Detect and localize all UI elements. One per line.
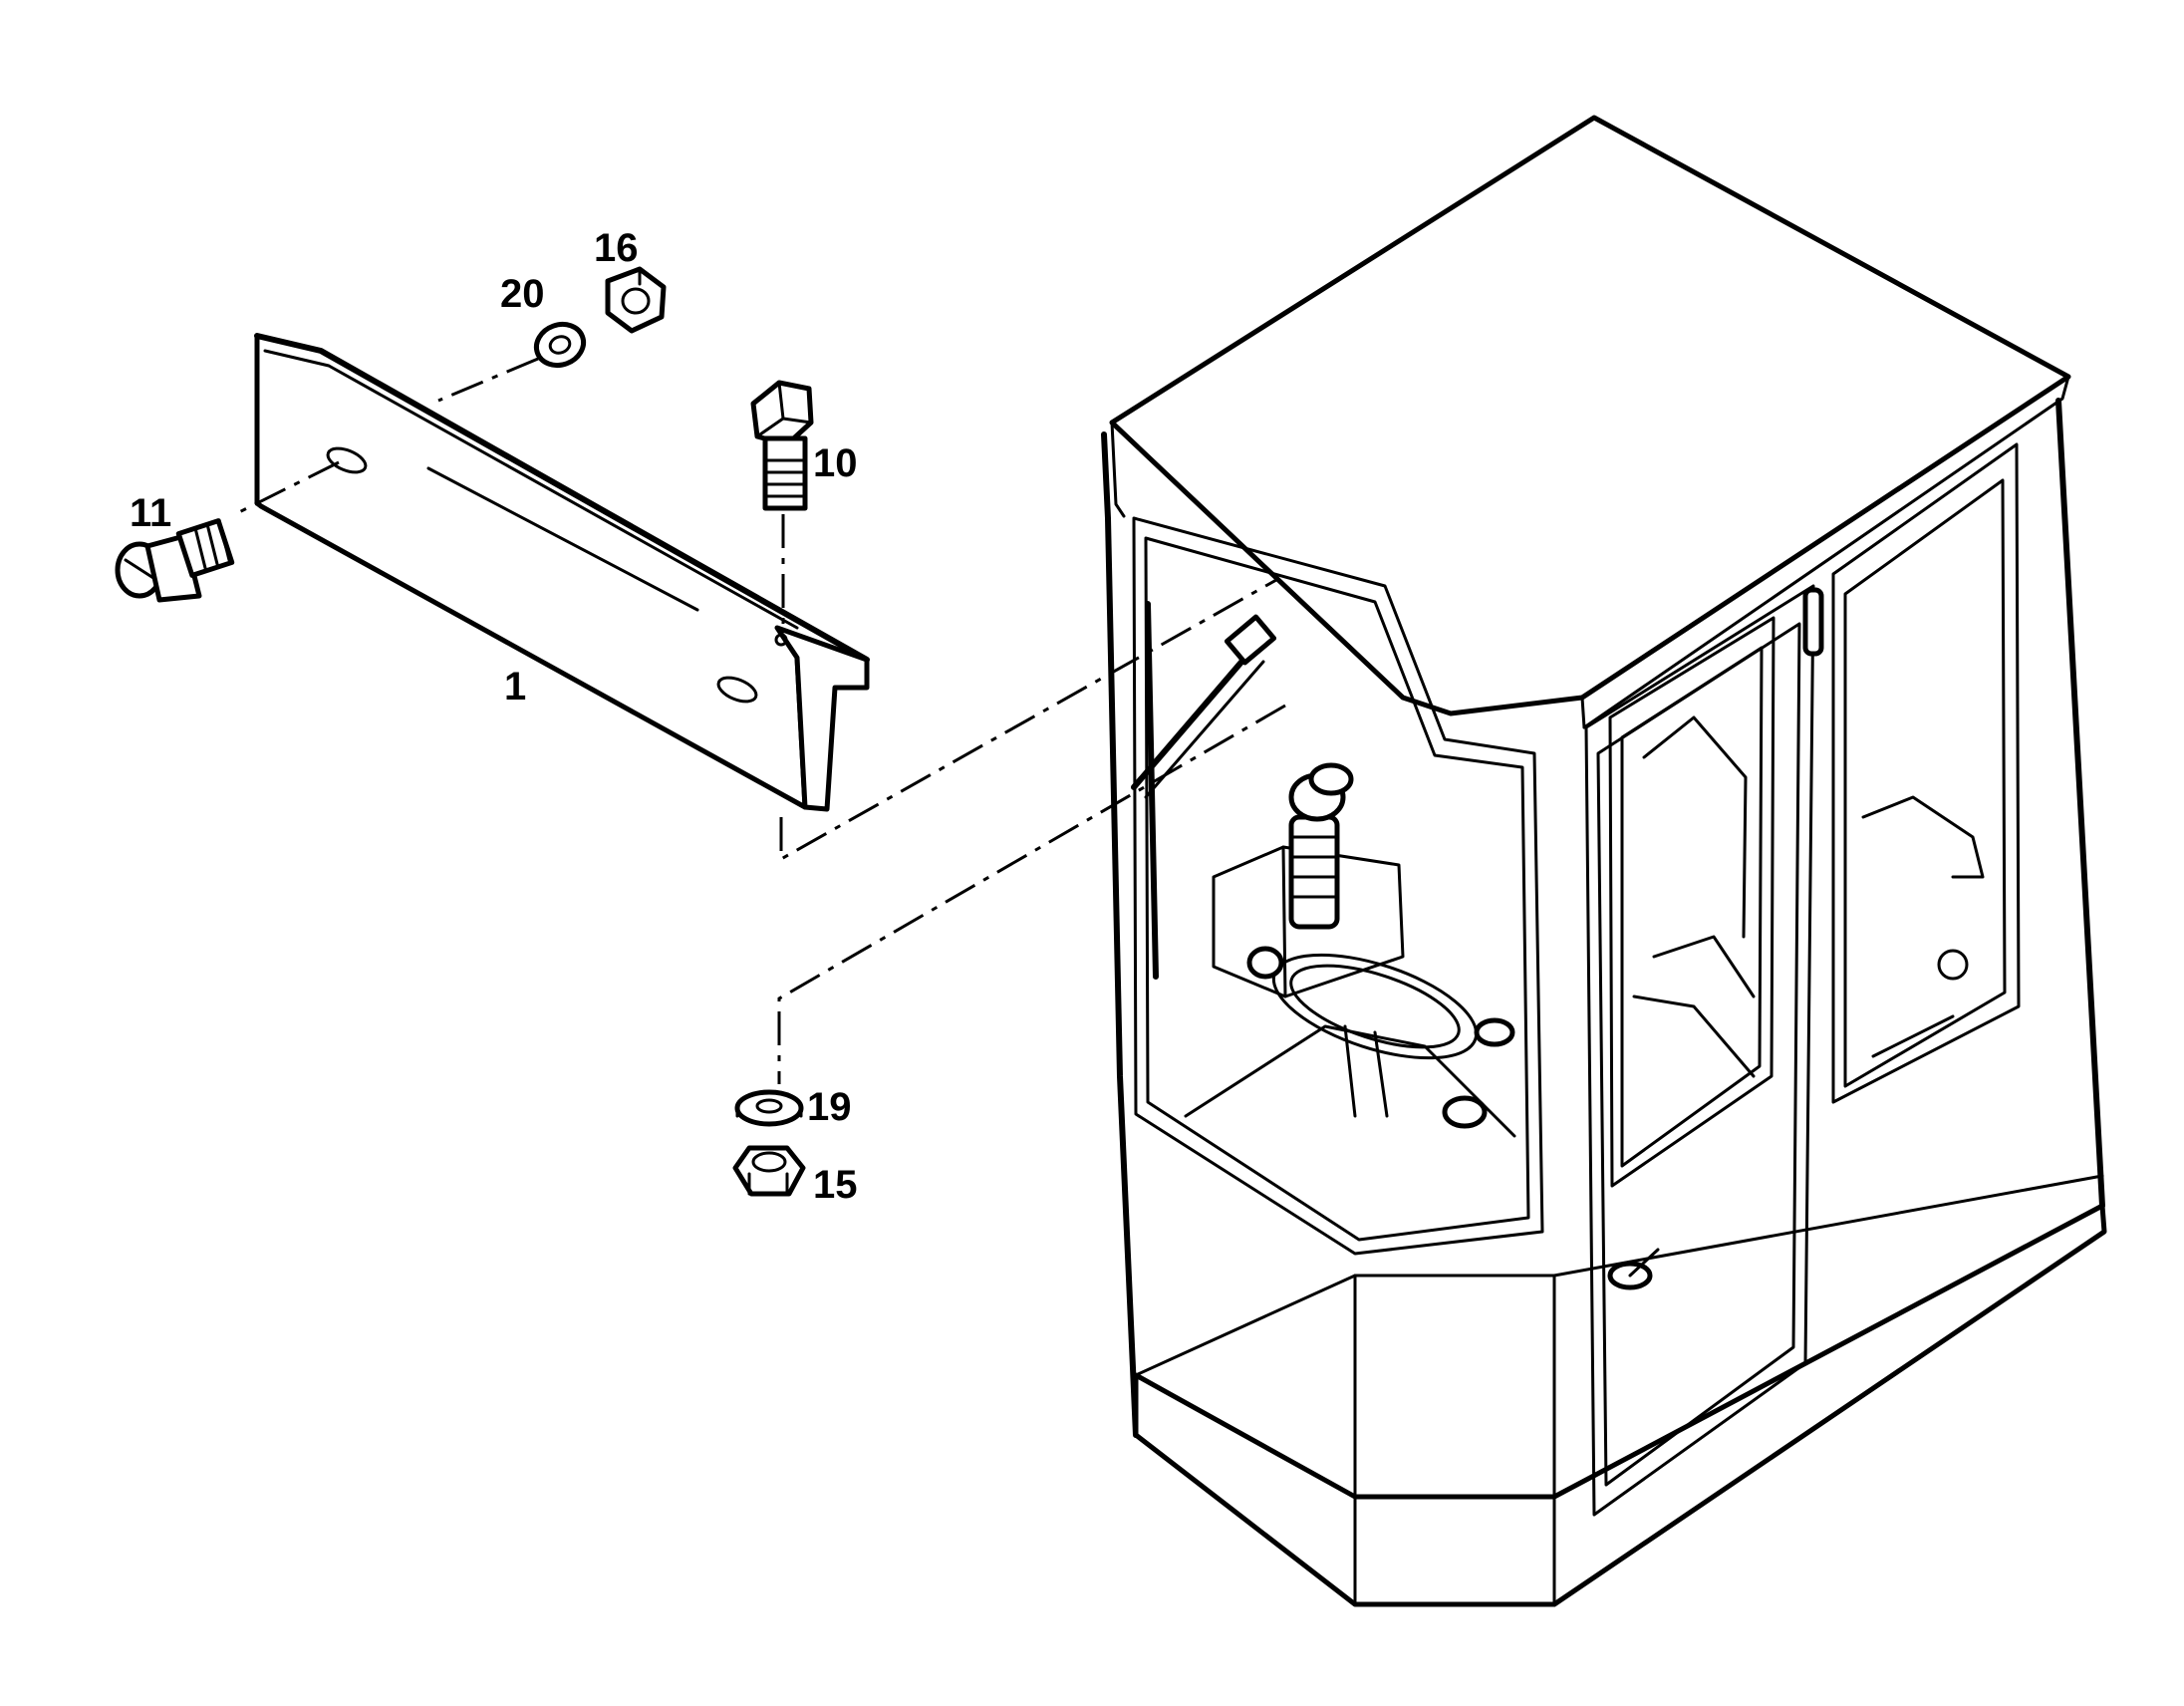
joystick bbox=[1288, 762, 1354, 930]
callout-15: 15 bbox=[813, 1163, 858, 1207]
screw-11 bbox=[115, 518, 235, 603]
operator-cab bbox=[1101, 115, 2107, 1607]
bracket-plate bbox=[254, 333, 870, 812]
nut-15 bbox=[732, 1145, 806, 1197]
callout-1: 1 bbox=[504, 665, 526, 709]
callout-10: 10 bbox=[813, 441, 858, 485]
callout-11: 11 bbox=[130, 491, 171, 535]
nut-16 bbox=[605, 266, 667, 334]
callout-19: 19 bbox=[807, 1085, 852, 1129]
washer-19 bbox=[734, 1089, 804, 1127]
callout-16: 16 bbox=[594, 226, 639, 270]
bolt-10 bbox=[750, 380, 814, 511]
washer-20 bbox=[533, 321, 587, 369]
callouts: 1 10 11 15 16 19 20 bbox=[130, 226, 858, 1207]
callout-20: 20 bbox=[500, 272, 545, 316]
